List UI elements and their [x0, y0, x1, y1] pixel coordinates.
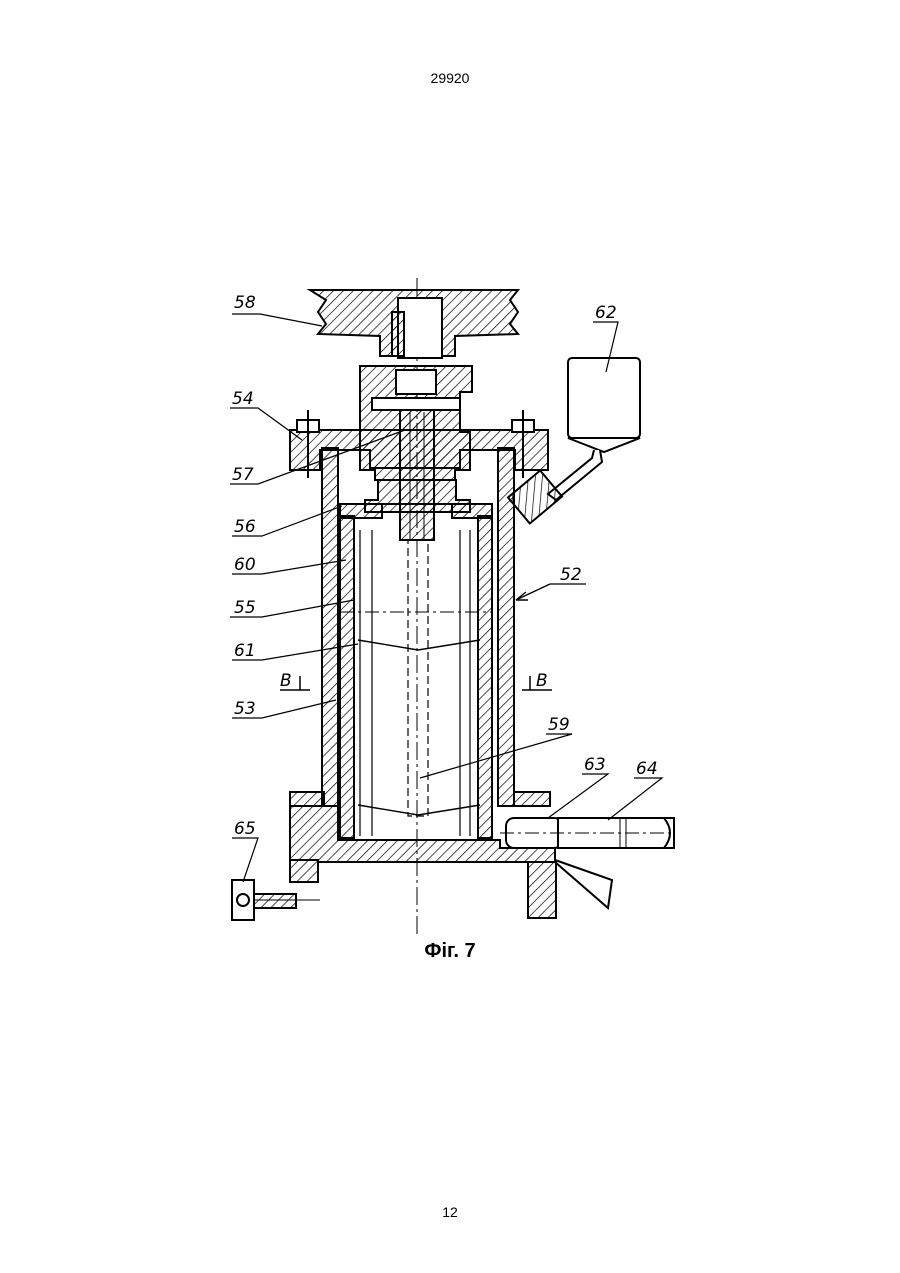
clamp-block [232, 880, 254, 920]
drive-shaft [400, 410, 434, 540]
label-60: 60 [234, 555, 256, 575]
label-62: 62 [595, 303, 617, 323]
feeder-fitting [508, 470, 562, 523]
blade-lower [358, 805, 480, 815]
inner-shaft [408, 540, 428, 816]
arrow-52 [516, 584, 550, 600]
clamp-screw [254, 894, 296, 908]
label-61: 61 [234, 641, 256, 661]
label-55: 55 [234, 598, 256, 618]
figure-caption: Фіг. 7 [0, 940, 900, 963]
drawing-body [230, 278, 674, 935]
rotor [340, 504, 492, 840]
discharge-chute [555, 860, 612, 908]
pulley-key [392, 312, 404, 356]
housing-wall-left [322, 448, 338, 806]
label-57: 57 [232, 465, 254, 485]
label-section-right: B [536, 671, 548, 691]
base-foot-left [290, 860, 318, 882]
label-65: 65 [234, 819, 256, 839]
base-foot-right [528, 862, 556, 918]
label-59: 59 [548, 715, 570, 735]
page-number: 12 [0, 1204, 900, 1220]
base-ring-right [514, 792, 550, 806]
rotor-wall-left [340, 516, 354, 838]
label-58: 58 [234, 293, 256, 313]
rotor-top-right [452, 504, 492, 518]
label-56: 56 [234, 517, 256, 537]
label-63: 63 [584, 755, 606, 775]
label-53: 53 [234, 699, 256, 719]
label-64: 64 [636, 759, 658, 779]
rotor-wall-right [478, 516, 492, 838]
feeder-hopper [568, 358, 640, 438]
rotor-top-left [340, 504, 382, 518]
blade-upper [358, 640, 480, 650]
label-section-left: B [280, 671, 292, 691]
label-54: 54 [232, 389, 254, 409]
label-52: 52 [560, 565, 582, 585]
base-ring-left [290, 792, 324, 806]
